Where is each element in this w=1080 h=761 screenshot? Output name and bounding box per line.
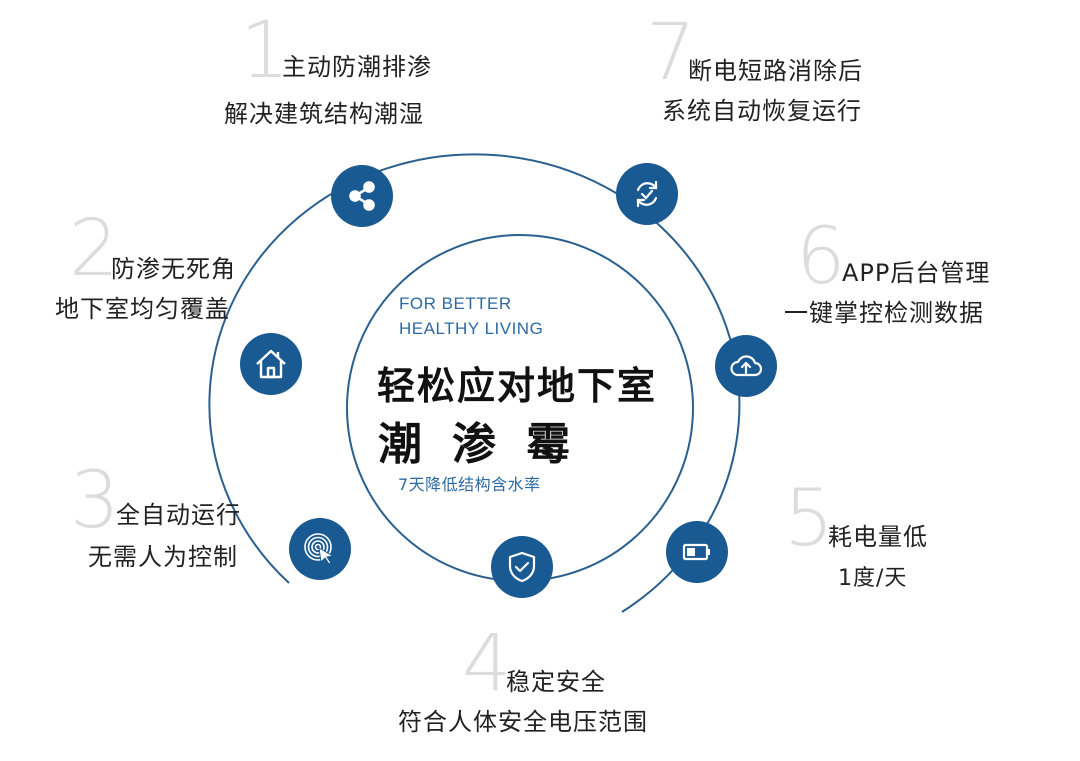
center-subtitle: 潮渗霉 <box>378 419 600 470</box>
feature-number: 2 <box>69 204 119 294</box>
feature-6: 6 APP后台管理 一键掌控检测数据 <box>782 218 1042 338</box>
center-note: 7天降低结构含水率 <box>398 475 541 494</box>
feature-title: 主动防潮排渗 <box>282 53 432 81</box>
feature-number: 5 <box>784 474 834 564</box>
center-slogan-line1: FOR BETTER <box>399 294 512 313</box>
shield-check-icon <box>491 536 553 598</box>
feature-description: 地下室均匀覆盖 <box>55 295 230 323</box>
share-icon <box>331 165 393 227</box>
feature-description: 系统自动恢复运行 <box>662 97 862 125</box>
feature-3: 3 全自动运行 无需人为控制 <box>70 462 290 582</box>
center-title: 轻松应对地下室 <box>377 364 658 408</box>
home-icon <box>240 333 302 395</box>
target-click-icon <box>289 518 351 580</box>
feature-description: 一键掌控检测数据 <box>784 299 984 327</box>
cloud-upload-icon <box>715 335 777 397</box>
feature-title: 防渗无死角 <box>111 255 236 283</box>
feature-7: 7 断电短路消除后 系统自动恢复运行 <box>642 14 902 134</box>
feature-description: 解决建筑结构潮湿 <box>224 100 424 128</box>
outer-ring-arc <box>208 153 741 613</box>
feature-number: 4 <box>462 619 512 709</box>
feature-number: 3 <box>70 456 120 546</box>
feature-title: APP后台管理 <box>842 259 991 287</box>
feature-description: 符合人体安全电压范围 <box>398 708 648 736</box>
feature-1: 1 主动防潮排渗 解决建筑结构潮湿 <box>222 12 482 132</box>
feature-number: 7 <box>646 8 696 98</box>
feature-title: 稳定安全 <box>506 668 606 696</box>
feature-5: 5 耗电量低 1度/天 <box>780 480 980 600</box>
feature-number: 1 <box>240 6 290 96</box>
feature-title: 断电短路消除后 <box>688 57 863 85</box>
feature-4: 4 稳定安全 符合人体安全电压范围 <box>398 625 698 745</box>
feature-number: 6 <box>796 212 846 302</box>
feature-description: 1度/天 <box>838 566 908 591</box>
center-slogan-line2: HEALTHY LIVING <box>399 319 544 338</box>
refresh-check-icon <box>616 163 678 225</box>
feature-title: 耗电量低 <box>828 523 928 551</box>
feature-description: 无需人为控制 <box>88 543 238 571</box>
feature-2: 2 防渗无死角 地下室均匀覆盖 <box>55 210 275 330</box>
feature-title: 全自动运行 <box>116 501 241 529</box>
battery-icon <box>666 521 728 583</box>
